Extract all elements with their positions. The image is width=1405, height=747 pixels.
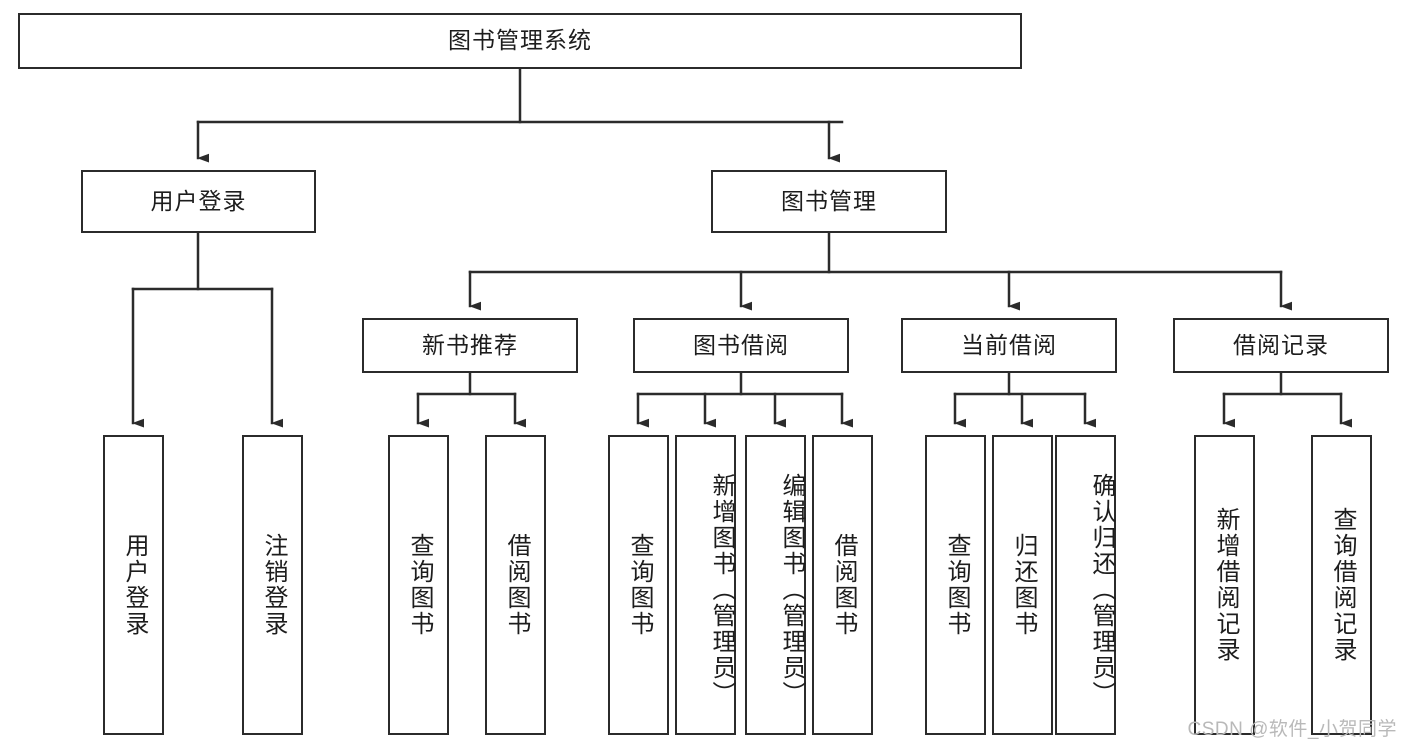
node-book-borrow[interactable]: 图书借阅	[633, 318, 849, 373]
node-leaf-query-book-1-label: 查询图书	[405, 533, 433, 637]
node-leaf-query-book-1[interactable]: 查询图书	[388, 435, 449, 735]
node-leaf-borrow-book-1-label: 借阅图书	[502, 533, 530, 637]
node-leaf-add-book-label: 新增图书（管理员）	[708, 473, 735, 707]
node-leaf-borrow-book-1[interactable]: 借阅图书	[485, 435, 546, 735]
node-leaf-query-book-2-label: 查询图书	[625, 533, 653, 637]
node-leaf-edit-book-label: 编辑图书（管理员）	[778, 473, 805, 707]
node-leaf-query-book-3-label: 查询图书	[942, 533, 970, 637]
node-root[interactable]: 图书管理系统	[18, 13, 1022, 69]
node-leaf-query-book-3[interactable]: 查询图书	[925, 435, 986, 735]
node-user-login-label: 用户登录	[150, 187, 247, 214]
node-leaf-borrow-book-2-label: 借阅图书	[829, 533, 857, 637]
node-leaf-add-book[interactable]: 新增图书（管理员）	[675, 435, 736, 735]
node-borrow-record-label: 借阅记录	[1233, 331, 1329, 358]
node-leaf-add-record-label: 新增借阅记录	[1211, 507, 1239, 663]
node-borrow-record[interactable]: 借阅记录	[1173, 318, 1389, 373]
node-current-borrow-label: 当前借阅	[961, 331, 1057, 358]
node-leaf-query-record[interactable]: 查询借阅记录	[1311, 435, 1372, 735]
node-leaf-logout-login[interactable]: 注销登录	[242, 435, 303, 735]
node-leaf-return-book[interactable]: 归还图书	[992, 435, 1053, 735]
node-book-manage[interactable]: 图书管理	[711, 170, 947, 233]
node-leaf-confirm-return[interactable]: 确认归还（管理员）	[1055, 435, 1116, 735]
node-leaf-logout-login-label: 注销登录	[259, 533, 287, 637]
node-current-borrow[interactable]: 当前借阅	[901, 318, 1117, 373]
node-new-book-rec-label: 新书推荐	[422, 331, 518, 358]
node-leaf-add-record[interactable]: 新增借阅记录	[1194, 435, 1255, 735]
node-user-login[interactable]: 用户登录	[81, 170, 316, 233]
node-root-label: 图书管理系统	[448, 27, 592, 54]
node-book-manage-label: 图书管理	[781, 187, 877, 214]
node-leaf-query-book-2[interactable]: 查询图书	[608, 435, 669, 735]
node-leaf-user-login[interactable]: 用户登录	[103, 435, 164, 735]
node-new-book-rec[interactable]: 新书推荐	[362, 318, 578, 373]
node-leaf-edit-book[interactable]: 编辑图书（管理员）	[745, 435, 806, 735]
node-leaf-confirm-return-label: 确认归还（管理员）	[1088, 473, 1115, 707]
node-leaf-return-book-label: 归还图书	[1009, 533, 1037, 637]
node-leaf-query-record-label: 查询借阅记录	[1328, 507, 1356, 663]
node-leaf-user-login-label: 用户登录	[120, 533, 148, 637]
node-book-borrow-label: 图书借阅	[693, 331, 789, 358]
node-leaf-borrow-book-2[interactable]: 借阅图书	[812, 435, 873, 735]
